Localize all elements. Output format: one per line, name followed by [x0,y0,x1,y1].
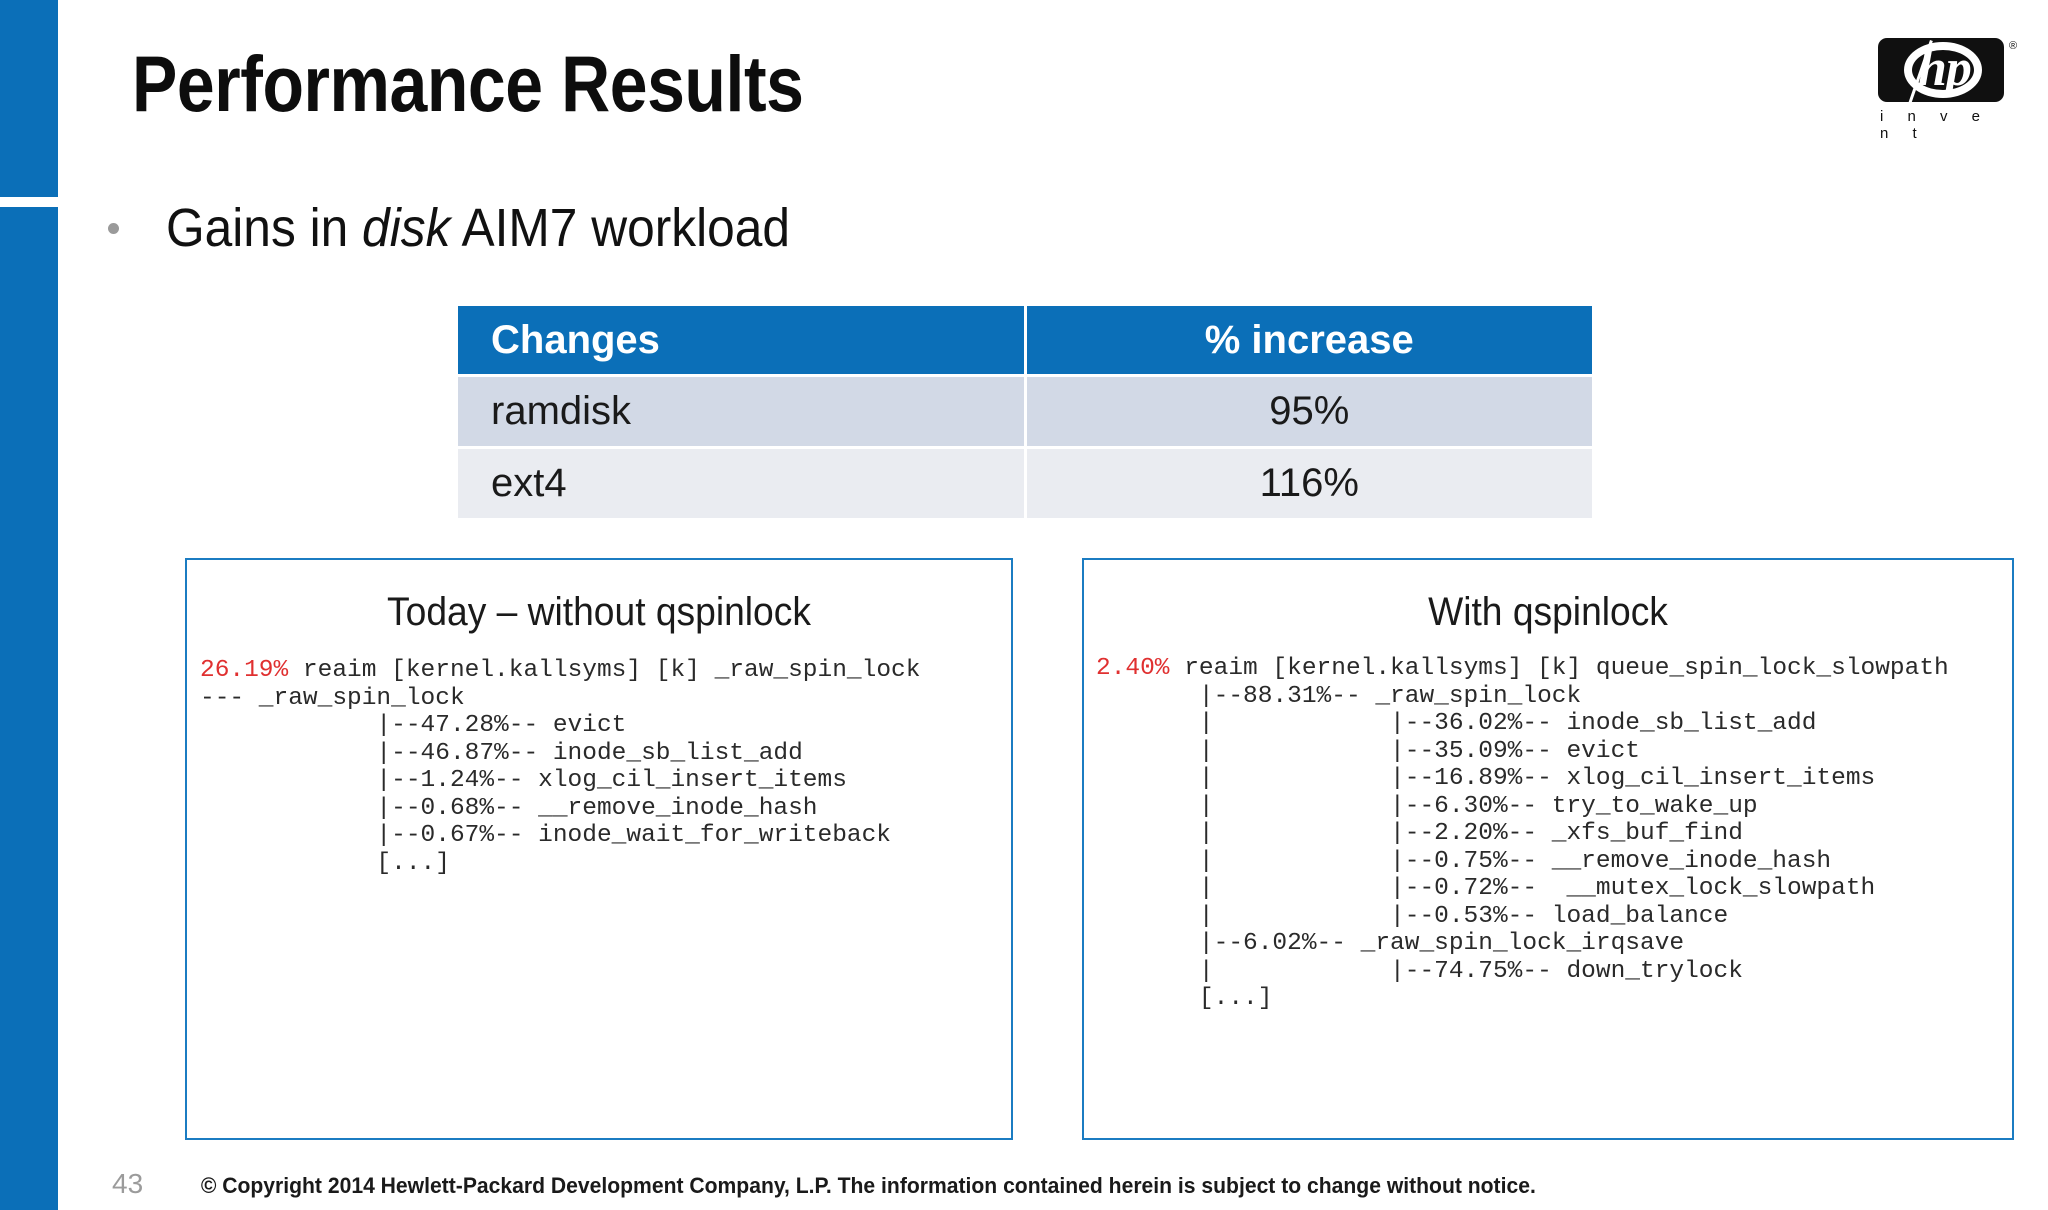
code-left-body: --- _raw_spin_lock |--47.28%-- evict |--… [200,684,892,877]
hp-logo-wordmark: hp [1918,40,1972,97]
code-right-head-percent: 2.40% [1096,655,1170,682]
table-row: ramdisk 95% [458,377,1592,446]
hp-logo-ellipse-icon [1904,42,1982,98]
table-header-row: Changes % increase [458,306,1592,374]
bullet-dot-icon [108,222,119,234]
bullet-line: Gains in disk AIM7 workload [108,197,844,259]
cell-increase-value: 116% [1026,449,1592,518]
footer: 43 © Copyright 2014 Hewlett-Packard Deve… [112,1168,1564,1200]
panel-title-right: With qspinlock [1428,590,1668,634]
page-title: Performance Results [132,39,804,128]
hp-invent-logo: hp ® i n v e n t [1878,38,2020,142]
panel-title-left: Today – without qspinlock [387,590,811,634]
column-header-changes: Changes [458,306,1024,374]
code-right-head-rest: reaim [kernel.kallsyms] [k] queue_spin_l… [1169,655,1949,682]
hp-logo-mark: hp [1878,38,2004,108]
code-left-head-percent: 26.19% [200,657,289,684]
registered-trademark-icon: ® [2009,40,2018,52]
code-block-right: 2.40% reaim [kernel.kallsyms] [k] queue_… [1096,655,2012,1013]
slide-page-number: 43 [112,1168,144,1199]
cell-increase-value: 95% [1026,377,1592,446]
table-body: ramdisk 95% ext4 116% [458,377,1592,518]
bullet-text-prefix: Gains in [166,198,363,258]
sidebar-accent-bar-top [0,0,58,197]
column-header-increase: % increase [1026,306,1592,374]
code-right-body: |--88.31%-- _raw_spin_lock | |--36.02%--… [1198,682,1876,1013]
sidebar-accent-bar-bottom [0,207,58,1210]
table-header: Changes % increase [458,306,1592,374]
bullet-text: Gains in disk AIM7 workload [166,197,790,259]
results-table: Changes % increase ramdisk 95% ext4 116% [455,303,1595,521]
cell-change-name: ramdisk [458,377,1024,446]
bullet-text-suffix: AIM7 workload [450,198,791,258]
panel-without-qspinlock: Today – without qspinlock 26.19% reaim [… [185,558,1013,1140]
code-block-left: 26.19% reaim [kernel.kallsyms] [k] _raw_… [200,657,1011,877]
hp-logo-tagline: i n v e n t [1880,108,1991,142]
copyright-notice: © Copyright 2014 Hewlett-Packard Develop… [200,1173,1536,1198]
code-left-head-rest: reaim [kernel.kallsyms] [k] _raw_spin_lo… [288,657,921,684]
cell-change-name: ext4 [458,449,1024,518]
bullet-text-emphasis: disk [362,198,451,258]
panel-with-qspinlock: With qspinlock 2.40% reaim [kernel.kalls… [1082,558,2014,1140]
table-row: ext4 116% [458,449,1592,518]
